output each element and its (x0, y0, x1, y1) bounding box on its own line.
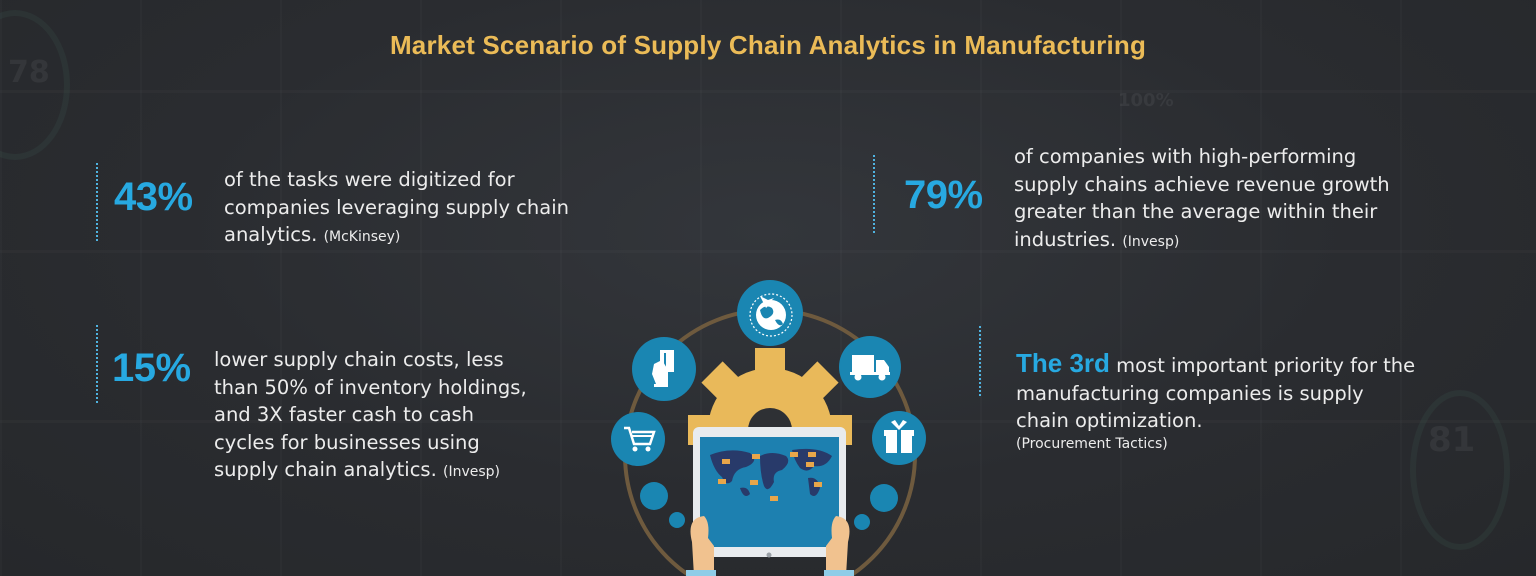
dotted-divider (96, 163, 98, 243)
stat-source: (Invesp) (1122, 233, 1180, 250)
stat-value: 43% (114, 175, 193, 219)
stat-line: most important priority for the (1116, 354, 1416, 377)
globe-plane-icon (737, 280, 803, 346)
stat-line: companies leveraging supply chain (224, 195, 569, 219)
bg-ghost-number: 81 (1428, 420, 1476, 460)
stat-description: of companies with high-performing supply… (1014, 143, 1454, 256)
left-sleeve (686, 570, 716, 576)
stat-line: supply chains achieve revenue growth (1014, 172, 1390, 196)
right-sleeve (824, 570, 854, 576)
decor-dot (640, 482, 668, 510)
stat-line: supply chain analytics. (214, 458, 437, 481)
decor-dot (669, 512, 685, 528)
stat-source: (Procurement Tactics) (1016, 435, 1168, 452)
stat-line: and 3X faster cash to cash (214, 403, 475, 426)
stat-description: of the tasks were digitized for companie… (224, 166, 624, 252)
bg-shelf-line (0, 90, 1536, 93)
supply-chain-illustration (611, 280, 926, 576)
dotted-divider (96, 325, 98, 403)
left-hand (690, 516, 714, 576)
stat-source: (McKinsey) (323, 229, 401, 245)
stat-line: cycles for businesses using (214, 430, 480, 454)
gift-icon (872, 411, 926, 465)
stat-line: manufacturing companies is supply (1016, 381, 1364, 405)
stat-line: than 50% of inventory holdings, (214, 375, 527, 399)
stat-description: The 3rd most important priority for the … (1016, 348, 1456, 453)
stat-value: 79% (904, 173, 983, 217)
stat-source: (Invesp) (443, 464, 501, 480)
stat-line: lower supply chain costs, less (214, 348, 504, 371)
tablet-world-map (693, 427, 846, 558)
card-payment-icon (632, 337, 696, 401)
decor-dot (870, 484, 898, 512)
stat-description: lower supply chain costs, less than 50% … (214, 346, 574, 487)
bg-ghost-number: 100% (1118, 90, 1174, 111)
stat-line: of companies with high-performing (1014, 145, 1357, 168)
page-title: Market Scenario of Supply Chain Analytic… (389, 30, 1147, 60)
stat-value: 15% (112, 346, 191, 390)
stat-line: industries. (1014, 227, 1117, 251)
shopping-cart-icon (611, 412, 665, 466)
bg-ghost-number: 78 (8, 55, 50, 90)
stat-line: analytics. (224, 223, 318, 246)
bg-gauge-ring (1410, 390, 1510, 550)
dotted-divider (979, 326, 981, 398)
stat-line: chain optimization. (1016, 409, 1203, 432)
delivery-truck-icon (839, 336, 901, 398)
stat-line: greater than the average within their (1014, 200, 1378, 223)
stat-value: The 3rd (1016, 348, 1110, 378)
decor-dot (854, 514, 870, 530)
stat-line: of the tasks were digitized for (224, 168, 515, 191)
right-hand (826, 516, 850, 576)
dotted-divider (873, 155, 875, 235)
